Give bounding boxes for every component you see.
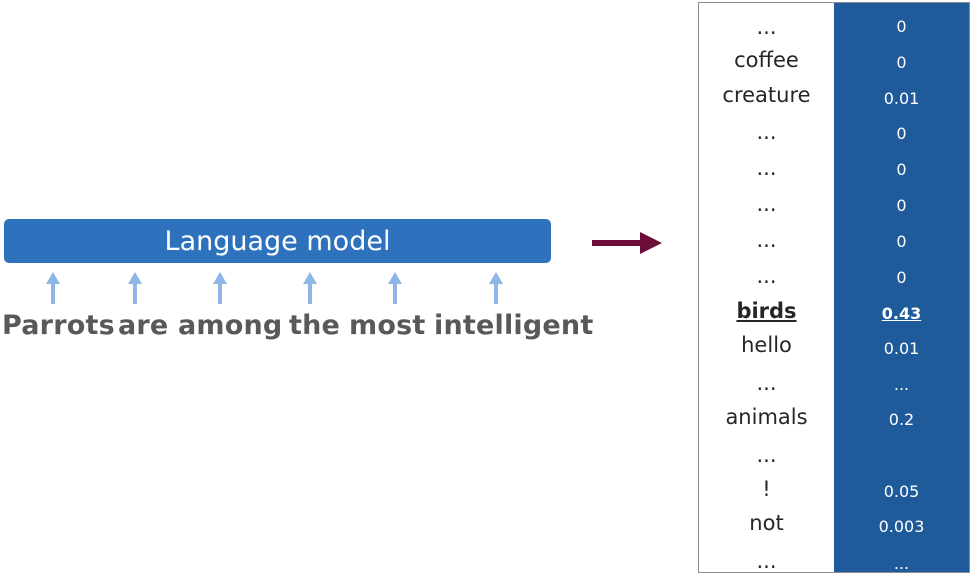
input-token: among xyxy=(178,310,283,341)
arrow-up-icon xyxy=(46,272,60,304)
vocab-word: ... xyxy=(756,228,777,252)
vocab-prob: 0.01 xyxy=(883,89,920,108)
vocab-prob: 0.01 xyxy=(883,339,920,358)
vocab-word: ... xyxy=(756,15,777,39)
input-token: most xyxy=(349,310,426,341)
vocab-word: ... xyxy=(756,264,777,288)
input-token: intelligent xyxy=(434,310,594,341)
vocab-word: ... xyxy=(756,443,777,467)
vocab-prob: 0 xyxy=(896,17,907,36)
vocab-prob: ... xyxy=(893,554,910,573)
vocab-prob: 0 xyxy=(896,124,907,143)
vocab-prob: 0.2 xyxy=(888,410,915,429)
vocabulary-word-column: ... coffee creature ... ... ... ... ... … xyxy=(699,3,834,572)
arrow-up-icon xyxy=(213,272,227,304)
vocab-word: coffee xyxy=(734,48,799,72)
vocabulary-distribution-table: ... coffee creature ... ... ... ... ... … xyxy=(698,2,970,573)
vocab-prob: 0 xyxy=(896,232,907,251)
arrow-up-icon xyxy=(303,272,317,304)
vocab-word: animals xyxy=(725,405,808,429)
probability-column: 0 0 0.01 0 0 0 0 0 0.43 0.01 ... 0.2 0.0… xyxy=(834,3,969,572)
language-model-label: Language model xyxy=(164,225,391,257)
vocab-word: ... xyxy=(756,549,777,573)
vocab-word-highlighted: birds xyxy=(736,299,797,323)
vocab-prob: 0 xyxy=(896,53,907,72)
vocab-prob-highlighted: 0.43 xyxy=(881,304,922,323)
arrow-up-icon xyxy=(489,272,503,304)
vocab-word: ... xyxy=(756,156,777,180)
vocab-prob: 0.05 xyxy=(883,482,920,501)
input-token: Parrots xyxy=(2,310,115,341)
input-token: are xyxy=(118,310,169,341)
arrow-up-icon xyxy=(128,272,142,304)
language-model-box: Language model xyxy=(4,219,551,263)
vocab-prob: 0 xyxy=(896,268,907,287)
vocab-prob: 0 xyxy=(896,196,907,215)
vocab-prob: 0 xyxy=(896,160,907,179)
input-token: the xyxy=(289,310,341,341)
vocab-word: ... xyxy=(756,192,777,216)
vocab-word: ... xyxy=(756,120,777,144)
vocab-word: creature xyxy=(722,83,811,107)
vocab-word: ... xyxy=(756,371,777,395)
vocab-word: hello xyxy=(741,333,792,357)
vocab-prob: 0.003 xyxy=(878,517,925,536)
vocab-prob: ... xyxy=(893,375,910,394)
arrow-up-icon xyxy=(388,272,402,304)
arrow-right-icon xyxy=(592,232,662,254)
vocab-word: not xyxy=(749,511,784,535)
vocab-word: ! xyxy=(762,477,771,501)
